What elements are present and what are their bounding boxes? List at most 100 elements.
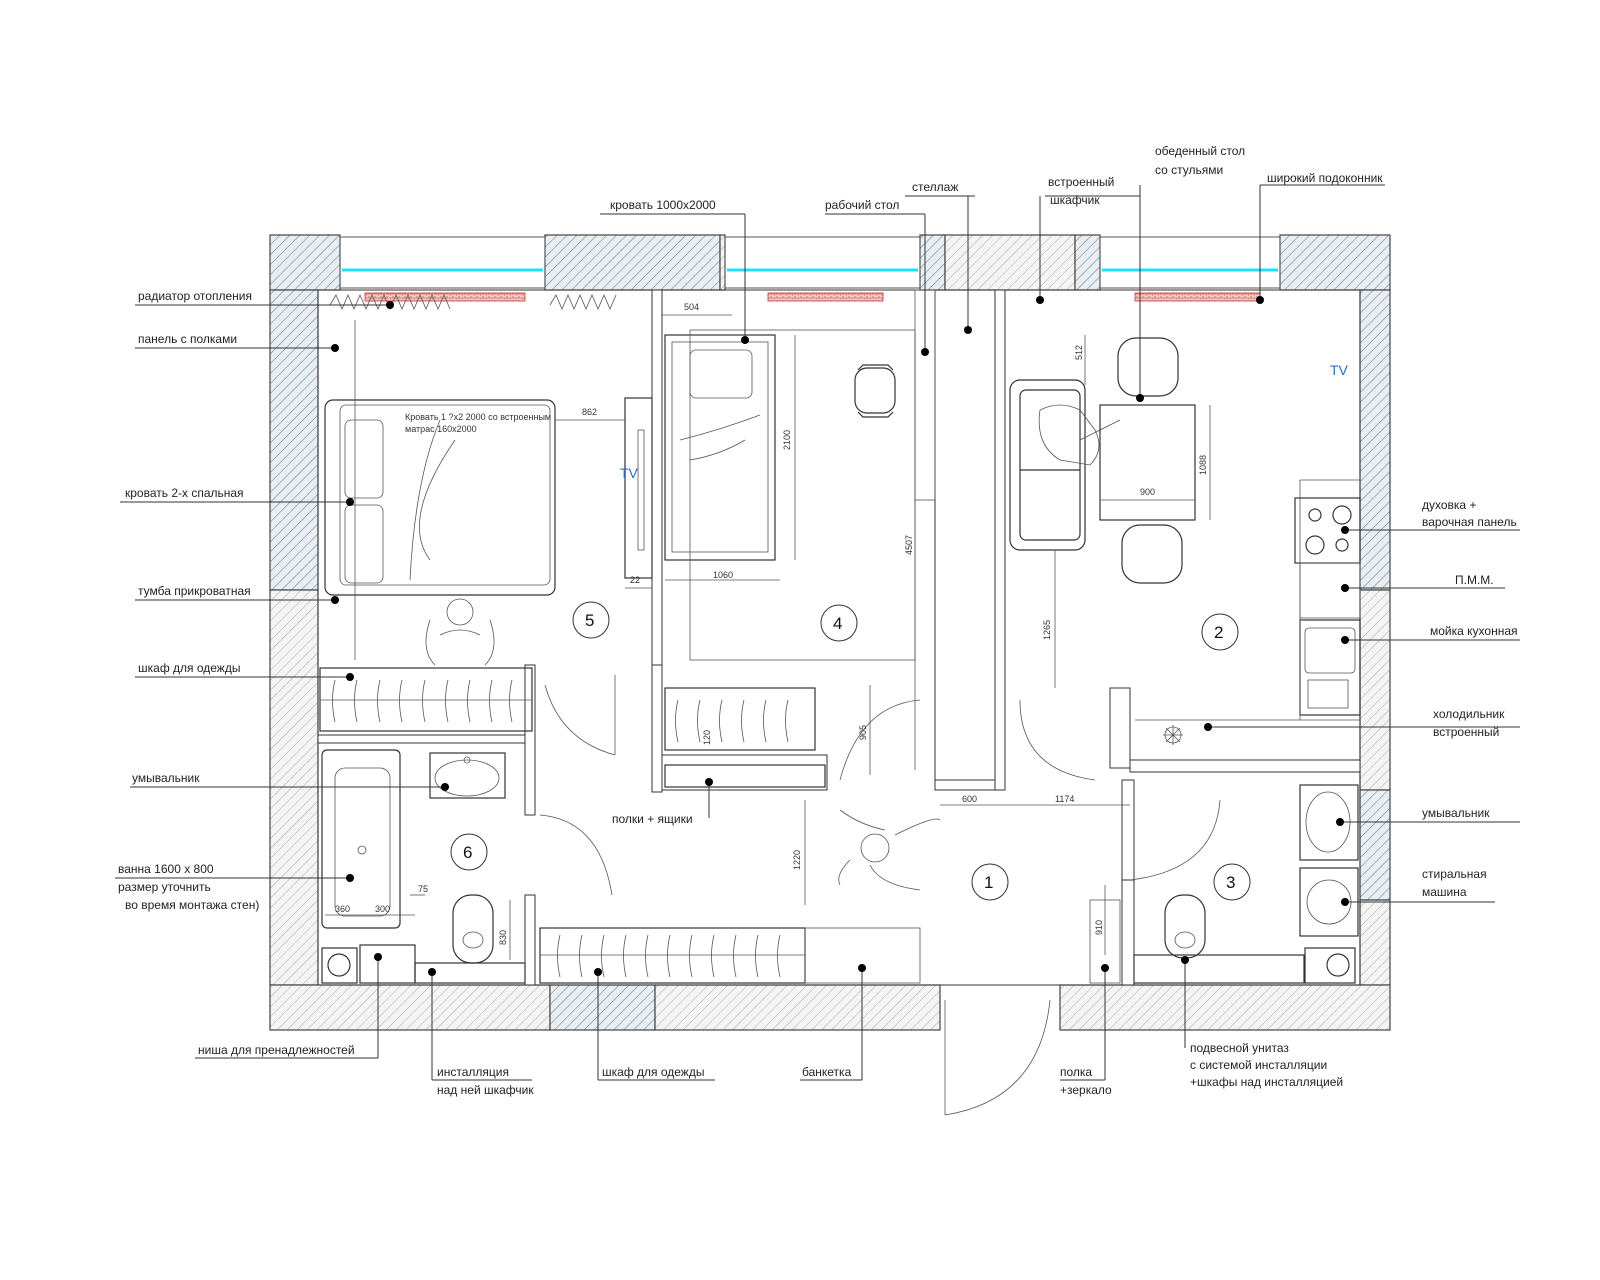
leader-dots bbox=[331, 296, 1349, 976]
fridge-icon bbox=[1163, 725, 1183, 745]
svg-text:600: 600 bbox=[962, 794, 977, 804]
label-install-1: инсталляция bbox=[437, 1065, 509, 1079]
label-shelf-2: +зеркало bbox=[1060, 1083, 1112, 1097]
label-sink-right: умывальник bbox=[1422, 806, 1490, 820]
label-bath-2: размер уточнить bbox=[118, 880, 211, 894]
svg-text:75: 75 bbox=[418, 884, 428, 894]
label-dishwasher: П.М.М. bbox=[1455, 573, 1494, 587]
svg-text:1088: 1088 bbox=[1198, 455, 1208, 475]
toilet-room6 bbox=[452, 894, 494, 964]
label-washer-1: стиральная bbox=[1422, 867, 1487, 881]
svg-text:830: 830 bbox=[498, 930, 508, 945]
interior-walls bbox=[317, 289, 1361, 986]
label-bench: банкетка bbox=[802, 1065, 852, 1079]
tv-label-room5: TV bbox=[620, 465, 639, 481]
labels: кровать 1000х2000 рабочий стол стеллаж в… bbox=[118, 144, 1518, 1097]
drain-icon-room3 bbox=[1304, 947, 1356, 984]
wardrobe-room4 bbox=[664, 687, 816, 751]
shelves-drawers bbox=[664, 764, 826, 788]
label-dining-1: обеденный стол bbox=[1155, 144, 1245, 158]
svg-text:1174: 1174 bbox=[1055, 794, 1074, 804]
label-shelf-1: полка bbox=[1060, 1065, 1092, 1079]
label-wardrobe-bottom: шкаф для одежды bbox=[602, 1065, 704, 1079]
label-radiator: радиатор отопления bbox=[138, 289, 252, 303]
svg-text:360: 360 bbox=[335, 904, 350, 914]
label-work-desk: рабочий стол bbox=[825, 198, 899, 212]
kitchen-counter bbox=[1135, 479, 1361, 721]
label-toilet-3: +шкафы над инсталляцией bbox=[1190, 1075, 1343, 1089]
room-number-3: 3 bbox=[1226, 873, 1235, 892]
label-toilet-2: с системой инсталляции bbox=[1190, 1058, 1327, 1072]
svg-text:300: 300 bbox=[375, 904, 390, 914]
label-bath-1: ванна 1600 х 800 bbox=[118, 862, 214, 876]
dimensions bbox=[325, 314, 1211, 960]
dimension-labels: 504 862 2100 4507 1060 22 512 900 1088 1… bbox=[335, 302, 1208, 945]
label-oven-2: варочная панель bbox=[1422, 515, 1517, 529]
svg-text:862: 862 bbox=[582, 407, 597, 417]
label-double-bed: кровать 2-х спальная bbox=[125, 486, 244, 500]
label-builtin-cabinet-1: встроенный bbox=[1048, 175, 1114, 189]
room-number-2: 2 bbox=[1214, 623, 1223, 642]
person-figure-2 bbox=[838, 809, 941, 891]
label-fridge-1: холодильник bbox=[1433, 707, 1505, 721]
wardrobe-room5 bbox=[319, 667, 533, 732]
label-shelf-panel: панель с полками bbox=[138, 332, 237, 346]
drain-icon-room6 bbox=[321, 947, 358, 984]
room-number-4: 4 bbox=[833, 614, 842, 633]
label-niche: ниша для пренадлежностей bbox=[198, 1043, 355, 1057]
wardrobe-corridor bbox=[539, 927, 806, 984]
label-washer-2: машина bbox=[1422, 885, 1467, 899]
tv-panel bbox=[624, 397, 653, 579]
radiators bbox=[364, 292, 1261, 302]
label-install-2: над ней шкафчик bbox=[437, 1083, 534, 1097]
windows bbox=[339, 236, 1281, 289]
svg-text:910: 910 bbox=[1094, 920, 1104, 935]
label-dining-2: со стульями bbox=[1155, 163, 1223, 177]
double-bed: Кровать 1 ?x2 2000 со встроенным матрас … bbox=[324, 399, 556, 596]
bathtub bbox=[321, 749, 401, 929]
sofa bbox=[1009, 379, 1086, 551]
room-number-6: 6 bbox=[463, 843, 472, 862]
label-toilet-1: подвесной унитаз bbox=[1190, 1041, 1289, 1055]
dining-table bbox=[1099, 337, 1196, 584]
room-numbers: 1 2 3 4 5 6 bbox=[450, 601, 1251, 901]
room-number-5: 5 bbox=[585, 611, 594, 630]
svg-text:900: 900 bbox=[1140, 487, 1155, 497]
svg-text:120: 120 bbox=[702, 730, 712, 745]
label-wardrobe-left: шкаф для одежды bbox=[138, 661, 240, 675]
label-rack: стеллаж bbox=[912, 180, 958, 194]
svg-text:1265: 1265 bbox=[1042, 620, 1052, 640]
washbasin-room6 bbox=[429, 752, 506, 799]
svg-text:504: 504 bbox=[684, 302, 699, 312]
label-builtin-cabinet-2: шкафчик bbox=[1050, 193, 1100, 207]
room-number-1: 1 bbox=[984, 873, 993, 892]
svg-text:2100: 2100 bbox=[782, 430, 792, 450]
label-shelves-drawers: полки + ящики bbox=[612, 812, 693, 826]
svg-text:1220: 1220 bbox=[792, 850, 802, 870]
installation-room3 bbox=[1133, 954, 1305, 984]
label-sill: широкий подоконник bbox=[1267, 171, 1383, 185]
svg-text:512: 512 bbox=[1074, 345, 1084, 360]
label-single-bed: кровать 1000х2000 bbox=[610, 198, 716, 212]
svg-text:905: 905 bbox=[858, 725, 868, 740]
bed-note-2: матрас 160х2000 bbox=[405, 424, 477, 434]
room4-rug bbox=[689, 329, 916, 661]
outer-walls bbox=[269, 234, 1391, 1031]
office-chair bbox=[854, 364, 896, 418]
label-kitchen-sink: мойка кухонная bbox=[1430, 624, 1518, 638]
label-nightstand: тумба прикроватная bbox=[138, 584, 251, 598]
label-bath-3: во время монтажа стен) bbox=[125, 898, 259, 912]
label-oven-1: духовка + bbox=[1422, 498, 1476, 512]
label-sink-left: умывальник bbox=[132, 771, 200, 785]
bed-note-1: Кровать 1 ?x2 2000 со встроенным bbox=[405, 412, 551, 422]
svg-text:4507: 4507 bbox=[904, 535, 914, 555]
person-figure-1 bbox=[425, 598, 495, 666]
leader-lines bbox=[115, 184, 1520, 1081]
label-fridge-2: встроенный bbox=[1433, 725, 1499, 739]
svg-text:22: 22 bbox=[630, 575, 640, 585]
svg-text:1060: 1060 bbox=[713, 570, 733, 580]
tv-label-room2: TV bbox=[1330, 362, 1349, 378]
single-bed bbox=[664, 334, 776, 561]
toilet-room3 bbox=[1164, 894, 1206, 959]
